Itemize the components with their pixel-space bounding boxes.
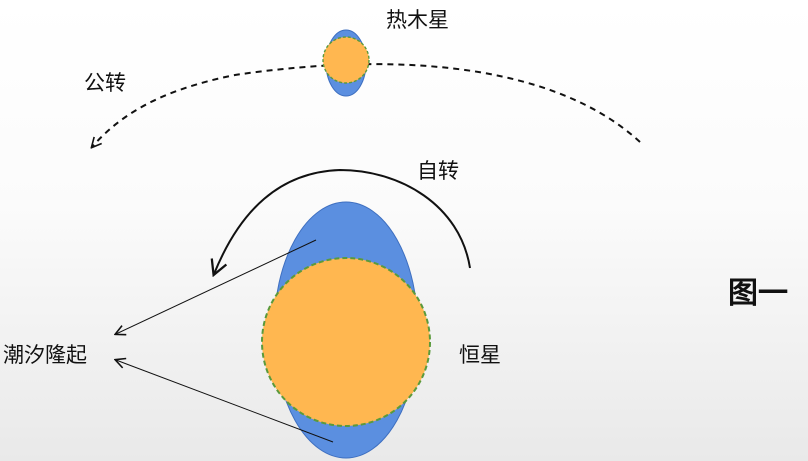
star-body xyxy=(261,257,431,427)
pointer-arrow-lower xyxy=(116,360,334,443)
pointer-arrow-upper xyxy=(116,239,317,334)
planet-body xyxy=(322,36,370,84)
hot-jupiter-planet xyxy=(322,29,370,97)
label-star: 恒星 xyxy=(459,343,501,367)
figure-label: 图一 xyxy=(728,276,788,311)
label-tidal-bulge: 潮汐隆起 xyxy=(3,343,87,367)
orbit-path-icon xyxy=(92,63,641,147)
label-orbit: 公转 xyxy=(84,71,126,95)
rotation-arrow-icon xyxy=(214,168,471,274)
label-hot-jupiter: 热木星 xyxy=(386,8,449,32)
star-body-group xyxy=(261,201,431,459)
label-rotation: 自转 xyxy=(417,159,459,183)
